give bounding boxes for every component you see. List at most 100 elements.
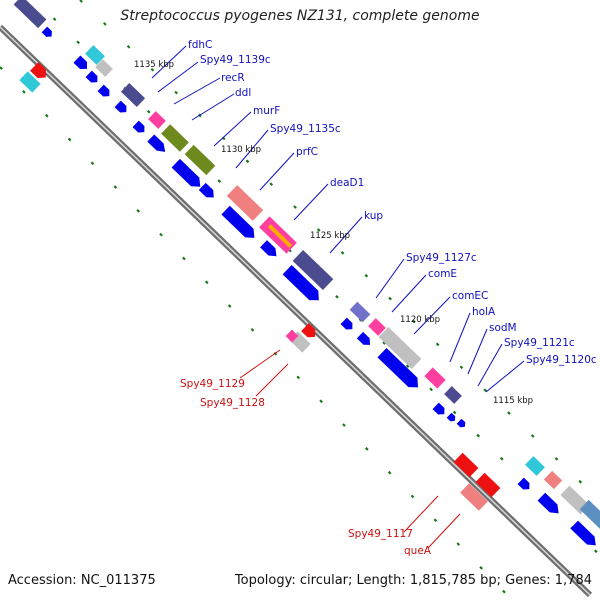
feature-navy-2[interactable] <box>292 250 334 290</box>
feature-salmon-3[interactable] <box>460 483 488 511</box>
gene-label-Spy49_1139c[interactable]: Spy49_1139c <box>200 54 271 66</box>
feature-blue-3[interactable] <box>97 84 113 100</box>
leader-holA <box>449 312 471 363</box>
feature-pink-1[interactable] <box>148 111 166 129</box>
feature-blue-10[interactable] <box>260 240 280 260</box>
leader-comE <box>391 274 427 313</box>
gene-label-Spy49_1120c[interactable]: Spy49_1120c <box>526 354 597 366</box>
gene-label-queA[interactable]: queA <box>404 545 432 557</box>
feature-gray-1[interactable] <box>95 59 113 77</box>
feature-cyan-2[interactable] <box>525 456 545 476</box>
gene-label-Spy49_1129[interactable]: Spy49_1129 <box>180 378 245 390</box>
gene-label-holA[interactable]: holA <box>472 306 496 318</box>
leader-kup <box>329 216 363 254</box>
leader-Spy49_1121c <box>477 343 503 387</box>
leader-ddl <box>191 93 235 121</box>
scale-label-1115: 1115 kbp <box>493 396 533 406</box>
feature-pink-3[interactable] <box>368 318 386 336</box>
feature-pink-4[interactable] <box>424 367 446 389</box>
feature-blue-8[interactable] <box>198 182 217 201</box>
leader-comEC <box>413 296 451 335</box>
feature-blue-4[interactable] <box>114 100 130 116</box>
gene-label-murF[interactable]: murF <box>253 105 280 117</box>
leader-Spy49_1120c <box>485 360 525 393</box>
gene-label-sodM[interactable]: sodM <box>489 322 517 334</box>
scale-label-1135: 1135 kbp <box>134 60 174 70</box>
gene-features <box>13 0 600 550</box>
feature-blue-14[interactable] <box>377 347 422 392</box>
upper-gene-labels: fdhC Spy49_1139c recR ddl murF Spy49_113… <box>188 39 597 366</box>
genome-summary-text: Topology: circular; Length: 1,815,785 bp… <box>234 573 592 588</box>
feature-navy-1[interactable] <box>120 83 146 107</box>
feature-red-4[interactable] <box>475 472 501 498</box>
label-leader-lines <box>151 45 525 549</box>
leader-Spy49_1139c <box>157 61 199 93</box>
gene-label-fdhC[interactable]: fdhC <box>188 39 212 51</box>
feature-lavender-1[interactable] <box>349 301 371 323</box>
gene-label-ddl[interactable]: ddl <box>235 87 251 99</box>
leader-Spy49_1135c <box>235 129 269 169</box>
gene-label-Spy49_1127c[interactable]: Spy49_1127c <box>406 252 477 264</box>
feature-red-3[interactable] <box>453 452 479 478</box>
leader-recR <box>173 77 221 105</box>
feature-gray-2[interactable] <box>378 327 422 369</box>
scale-labels: 1135 kbp 1130 kbp 1125 kbp 1120 kbp 1115… <box>134 60 533 406</box>
gene-label-recR[interactable]: recR <box>221 72 245 84</box>
scale-label-1125: 1125 kbp <box>310 231 350 241</box>
feature-red-2[interactable] <box>301 323 319 341</box>
leader-queA <box>427 513 461 549</box>
leader-fdhC <box>151 45 187 79</box>
feature-pink-5[interactable] <box>285 329 299 343</box>
feature-blue-1[interactable] <box>73 55 90 73</box>
feature-blue-13[interactable] <box>356 331 373 348</box>
gene-label-prfC[interactable]: prfC <box>296 146 318 158</box>
feature-blue-16[interactable] <box>446 412 458 424</box>
scale-label-1130: 1130 kbp <box>221 145 261 155</box>
leader-murF <box>213 111 252 147</box>
gene-label-comE[interactable]: comE <box>428 268 457 280</box>
gene-label-Spy49_1117[interactable]: Spy49_1117 <box>348 528 413 540</box>
feature-blue-17[interactable] <box>456 418 468 430</box>
feature-red-1[interactable] <box>30 62 50 82</box>
feature-blue-2[interactable] <box>85 70 101 86</box>
feature-blue-19[interactable] <box>537 492 563 518</box>
gene-label-Spy49_1121c[interactable]: Spy49_1121c <box>504 337 575 349</box>
leader-deaD1 <box>293 183 329 221</box>
feature-blue-6[interactable] <box>147 134 168 155</box>
feature-top-left[interactable] <box>13 0 47 29</box>
feature-blue-18[interactable] <box>517 477 533 493</box>
feature-steel-1[interactable] <box>579 499 600 531</box>
feature-blue-7[interactable] <box>171 158 205 191</box>
leader-Spy49_1127c <box>375 258 405 299</box>
feature-orange-stripe[interactable] <box>267 224 293 248</box>
gene-label-Spy49_1128[interactable]: Spy49_1128 <box>200 397 265 409</box>
feature-olive-2[interactable] <box>184 144 216 176</box>
feature-salmon-1[interactable] <box>226 185 264 221</box>
feature-navy-3[interactable] <box>444 386 462 404</box>
gene-label-kup[interactable]: kup <box>364 210 383 222</box>
feature-cyan-1[interactable] <box>85 45 105 65</box>
feature-blue-15[interactable] <box>432 402 448 418</box>
feature-olive-1[interactable] <box>161 124 189 152</box>
lower-gene-labels: Spy49_1129 Spy49_1128 Spy49_1117 queA <box>180 378 432 557</box>
scale-label-1120: 1120 kbp <box>400 315 440 325</box>
feature-blue-20[interactable] <box>570 520 599 550</box>
gene-label-deaD1[interactable]: deaD1 <box>330 177 364 189</box>
genome-backbone <box>0 24 593 598</box>
feature-small-blue-1[interactable] <box>41 26 55 40</box>
feature-blue-12[interactable] <box>340 317 356 333</box>
feature-blue-9[interactable] <box>221 205 258 242</box>
feature-blue-11[interactable] <box>282 265 324 305</box>
feature-salmon-2[interactable] <box>543 470 563 490</box>
gene-label-Spy49_1135c[interactable]: Spy49_1135c <box>270 123 341 135</box>
leader-prfC <box>259 152 295 191</box>
accession-text: Accession: NC_011375 <box>8 573 156 588</box>
gene-label-comEC[interactable]: comEC <box>452 290 488 302</box>
leader-Spy49_1117 <box>403 495 439 533</box>
leader-Spy49_1128 <box>255 363 289 397</box>
feature-blue-5[interactable] <box>132 120 148 136</box>
feature-cyan-3[interactable] <box>19 71 41 93</box>
